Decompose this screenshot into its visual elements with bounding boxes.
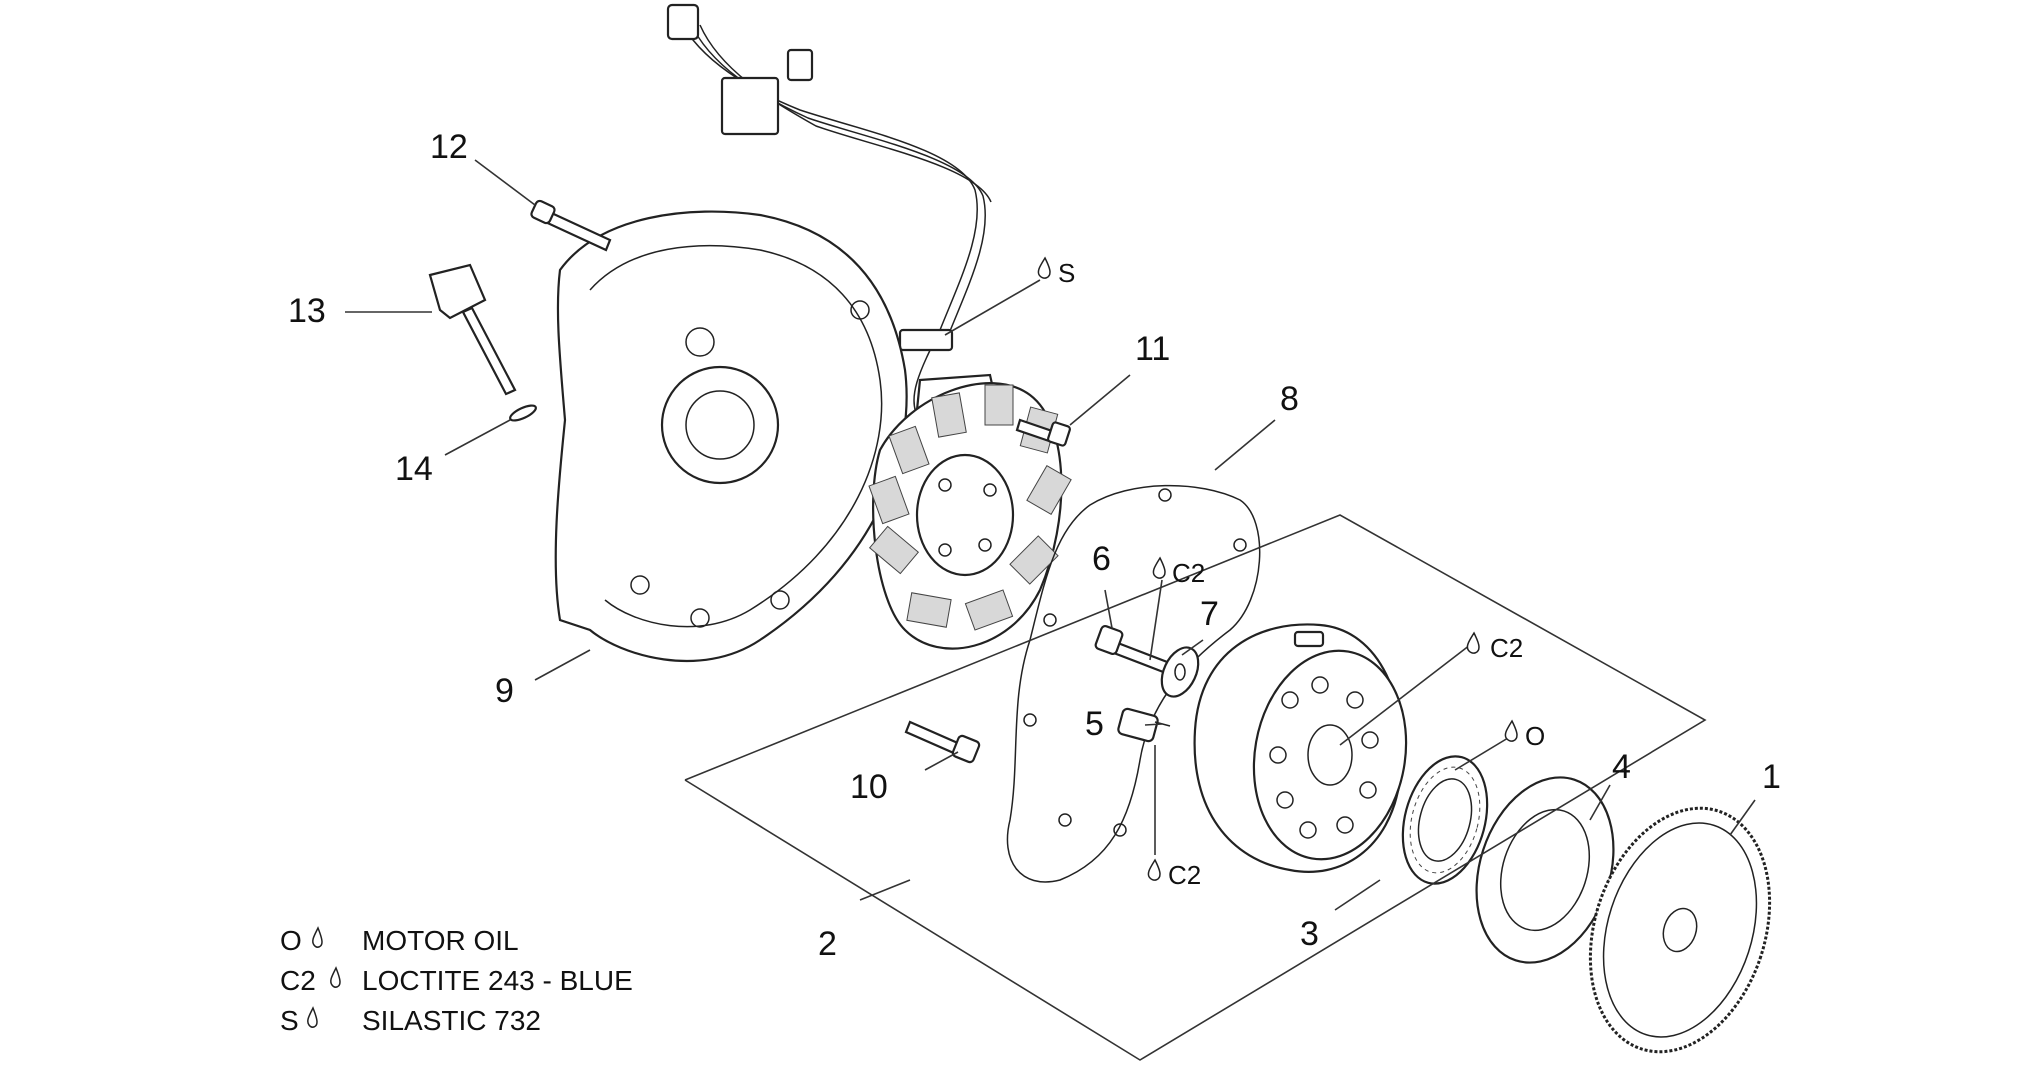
mark-o: O	[1525, 721, 1545, 751]
drop-icon	[1504, 719, 1518, 742]
freewheel-bearing	[1401, 755, 1489, 885]
callout-1: 1	[1762, 758, 1781, 796]
callout-5: 5	[1085, 705, 1104, 743]
washer-7	[1160, 646, 1200, 698]
drop-icon	[330, 966, 341, 988]
screw-11	[1015, 418, 1071, 447]
bolt-5	[1117, 707, 1171, 743]
callout-7: 7	[1200, 595, 1219, 633]
screw-10	[904, 720, 981, 764]
mark-c2-upper: C2	[1172, 558, 1205, 588]
group-bracket	[684, 514, 1707, 1061]
legend-row-loctite: C2 LOCTITE 243 - BLUE	[280, 965, 633, 996]
starter-gear-hub	[1475, 776, 1615, 964]
bolt-12	[530, 199, 612, 252]
callout-4: 4	[1612, 748, 1631, 786]
callout-2: 2	[818, 925, 837, 963]
lubricant-marks: S C2 C2 O C2	[1058, 258, 1545, 890]
callout-8: 8	[1280, 380, 1299, 418]
generator-cover	[554, 210, 908, 663]
oil-dipstick-13	[428, 263, 517, 396]
legend-row-silastic: S SILASTIC 732	[280, 1005, 541, 1036]
callout-13: 13	[288, 292, 326, 330]
drop-icon	[1037, 256, 1051, 279]
o-ring-14	[509, 404, 537, 422]
legend-text: LOCTITE 243 - BLUE	[362, 965, 633, 996]
flywheel-rotor	[1193, 623, 1408, 873]
callout-6: 6	[1092, 540, 1111, 578]
callout-12: 12	[430, 128, 468, 166]
legend-row-motor-oil: O MOTOR OIL	[280, 925, 519, 956]
drop-icons	[1037, 256, 1518, 881]
callout-numbers: 1 2 3 4 5 6 7 8 9 10 11 12 13 14	[288, 128, 1781, 963]
connector-mid	[786, 48, 814, 82]
mark-c2-right: C2	[1490, 633, 1523, 663]
gasket	[1006, 484, 1261, 883]
legend-text: MOTOR OIL	[362, 925, 519, 956]
connector-small	[666, 3, 700, 41]
callout-14: 14	[395, 450, 433, 488]
legend-code: C2	[280, 965, 316, 996]
drop-icon	[1152, 556, 1166, 579]
connector-large	[720, 76, 780, 136]
ring-gear	[1588, 806, 1772, 1054]
callout-9: 9	[495, 672, 514, 710]
drop-icon	[307, 1006, 318, 1028]
mark-c2-lower: C2	[1168, 860, 1201, 890]
legend: O MOTOR OIL C2 LOCTITE 243 - BLUE S SILA…	[280, 925, 633, 1036]
leader-lines	[345, 159, 1756, 911]
callout-3: 3	[1300, 915, 1319, 953]
stator	[868, 382, 1072, 650]
mark-s: S	[1058, 258, 1075, 288]
legend-code: S	[280, 1005, 299, 1036]
drop-icon	[1466, 631, 1480, 654]
legend-text: SILASTIC 732	[362, 1005, 541, 1036]
drop-icon	[312, 926, 323, 948]
callout-11: 11	[1135, 330, 1170, 368]
bolt-6	[1094, 624, 1177, 677]
legend-code: O	[280, 925, 302, 956]
drop-icon	[1147, 858, 1161, 881]
callout-10: 10	[850, 768, 888, 806]
